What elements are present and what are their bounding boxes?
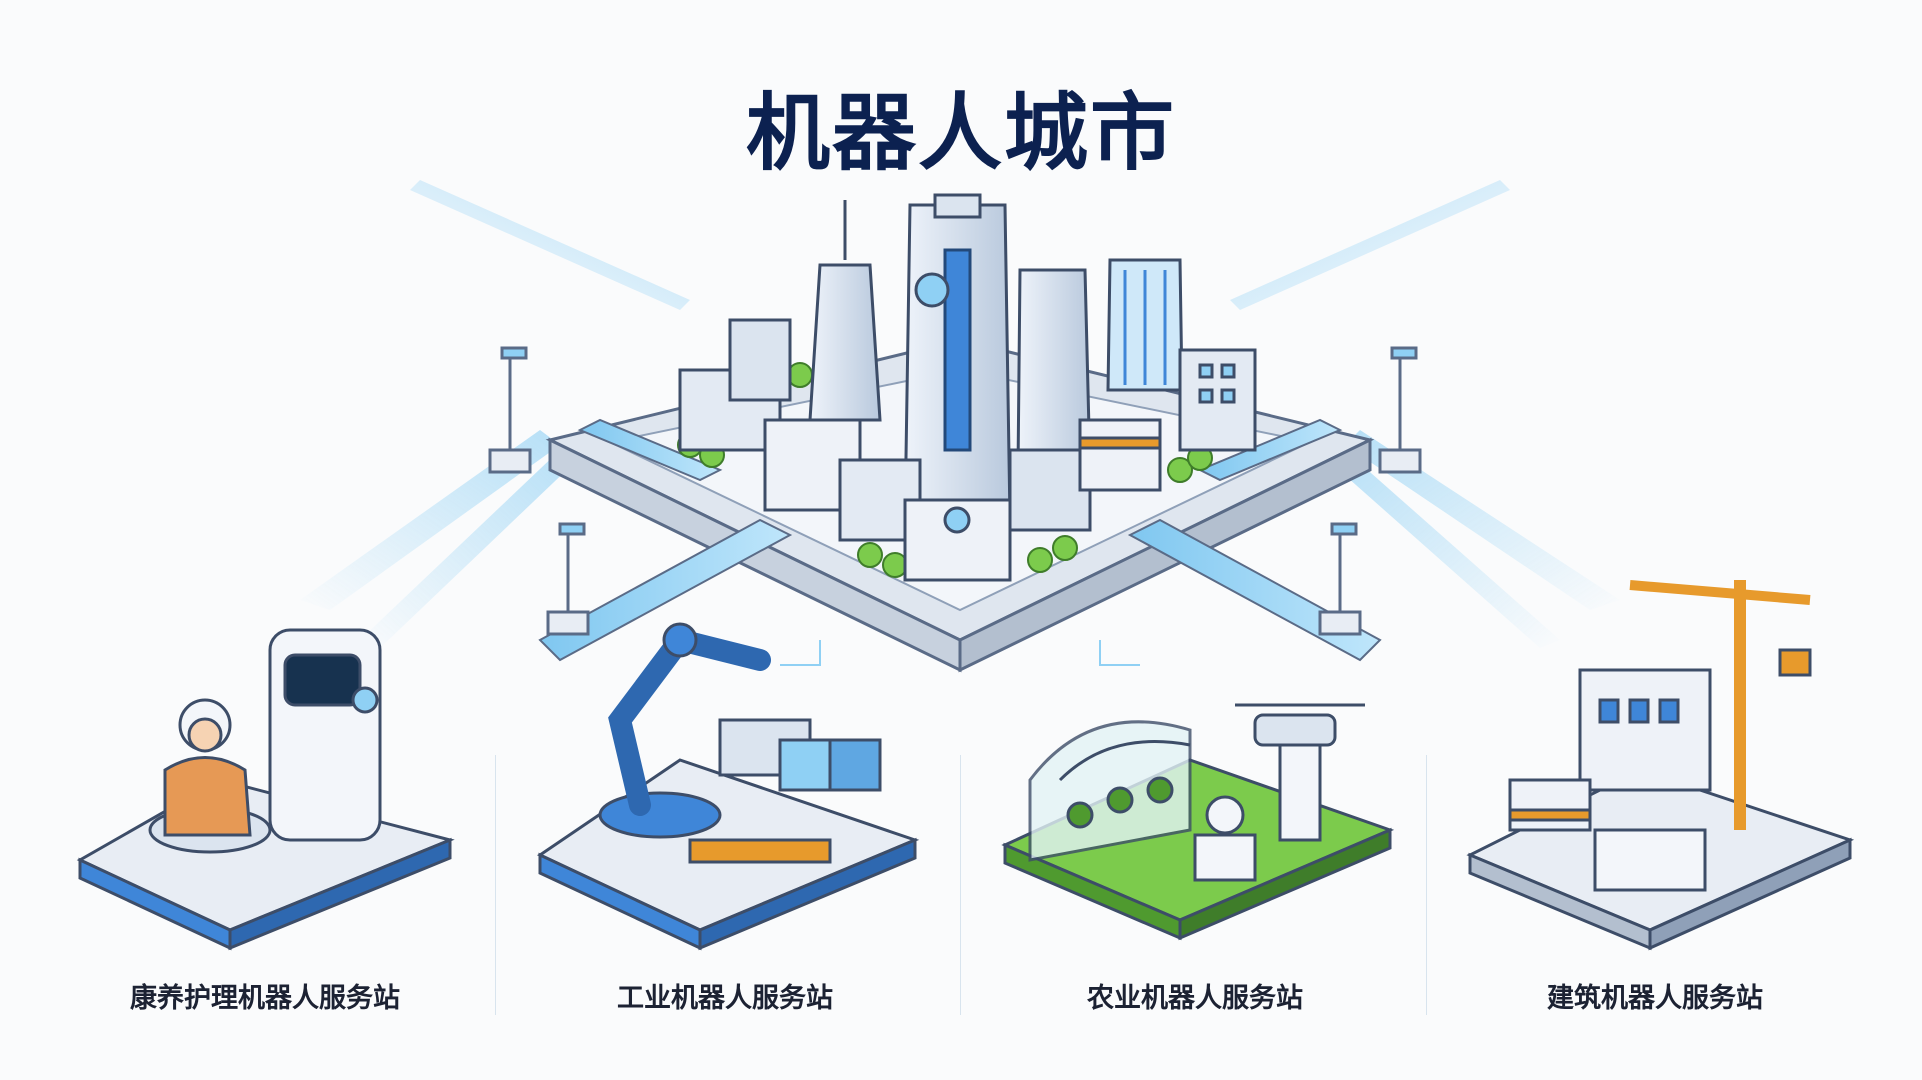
street-lamps	[488, 346, 1422, 636]
station-label-construction: 建筑机器人服务站	[1547, 983, 1763, 1014]
construction-station	[1466, 580, 1855, 951]
industrial-station	[536, 622, 920, 951]
elder-care-station	[76, 628, 455, 951]
station-label-elder-care: 康养护理机器人服务站	[130, 983, 400, 1014]
city-buildings	[678, 193, 1257, 582]
light-streaks	[300, 180, 1620, 648]
divider	[495, 755, 496, 1015]
station-label-industrial: 工业机器人服务站	[617, 983, 833, 1014]
agriculture-station	[1001, 703, 1395, 941]
divider	[960, 755, 961, 1015]
trees	[677, 362, 1213, 578]
station-label-agriculture: 农业机器人服务站	[1087, 983, 1303, 1014]
connector-lines	[780, 640, 1140, 666]
divider	[1426, 755, 1427, 1015]
roads	[538, 418, 1382, 662]
page-title: 机器人城市	[745, 84, 1176, 182]
